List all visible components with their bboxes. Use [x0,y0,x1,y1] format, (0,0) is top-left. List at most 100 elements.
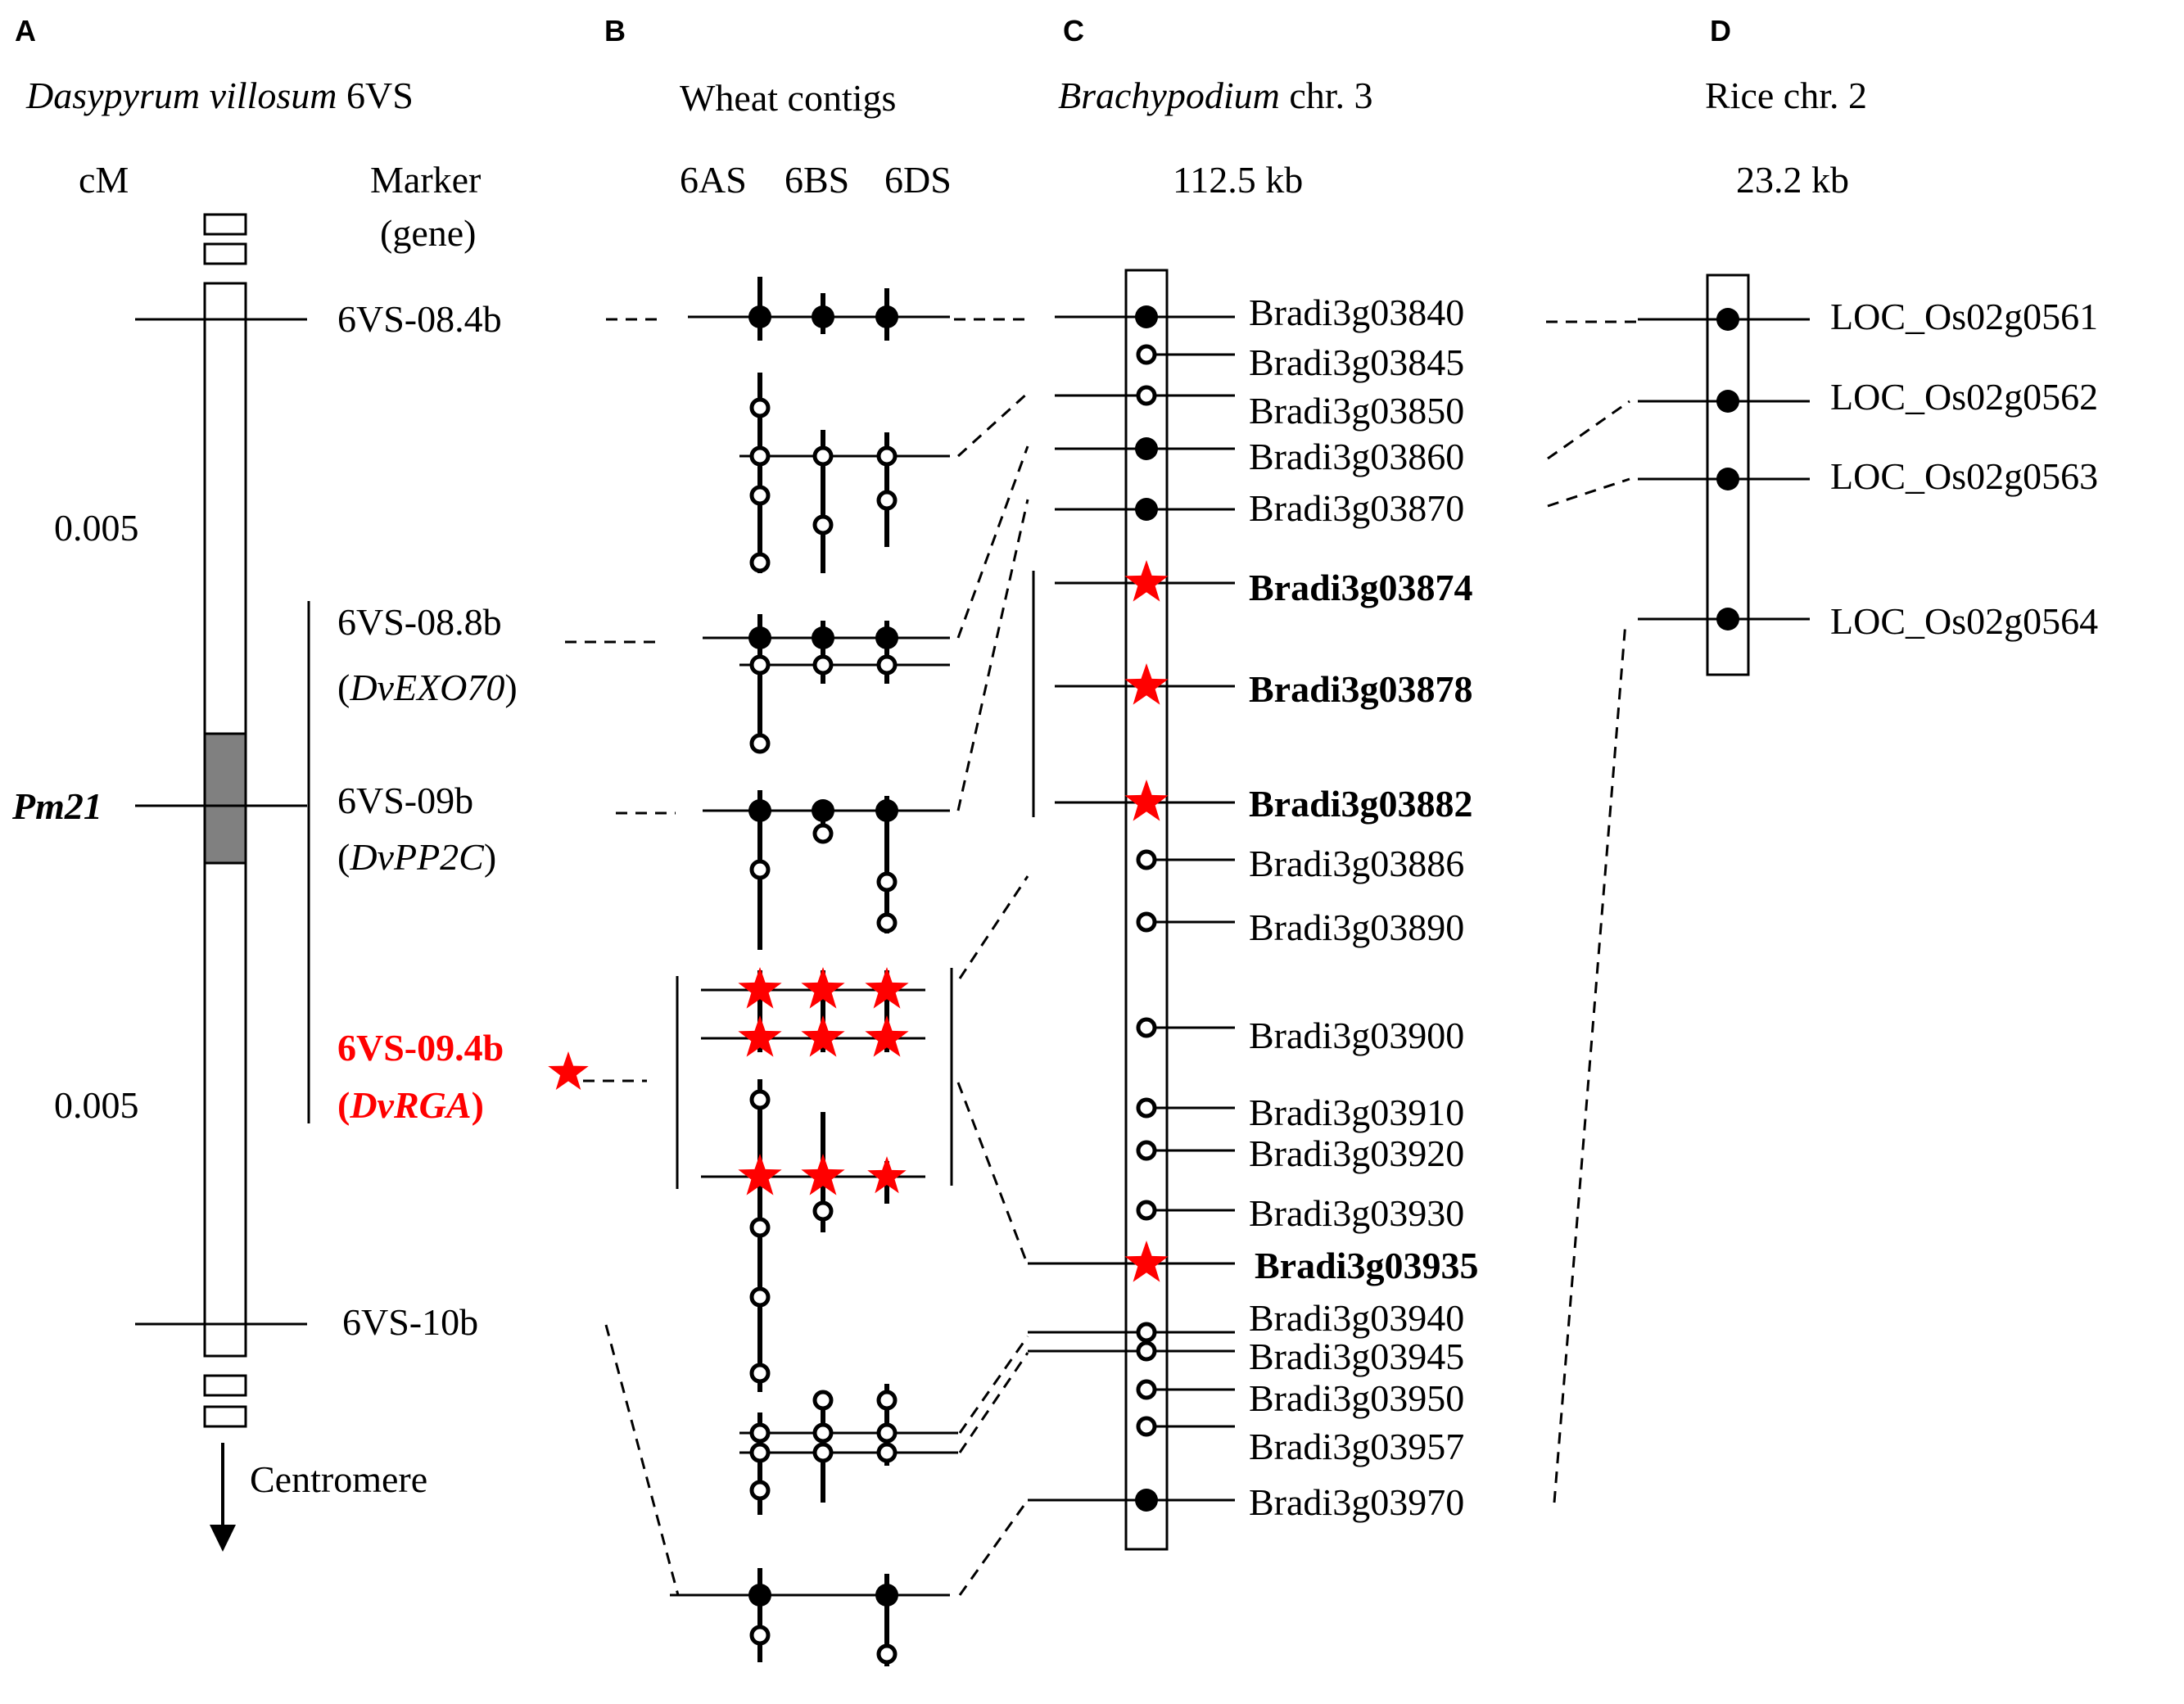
open-gene-marker [812,514,834,536]
open-gene-marker [1136,849,1157,870]
panel-c-size: 112.5 kb [1173,159,1303,201]
synteny-connectors [565,318,1636,1596]
brachypodium-gene-row: Bradi3g03860 [1055,436,1464,477]
panel-c: C Brachypodium chr. 3 112.5 kb Bradi3g03… [1028,14,1478,1551]
open-gene-marker [749,552,771,573]
dashed-connector [604,1324,680,1596]
dashed-connector [958,875,1029,979]
brachypodium-gene-row: Bradi3g03874 [1055,560,1472,608]
contig-open-genes [749,397,898,1665]
filled-gene-marker [812,799,834,822]
open-gene-marker [812,1390,834,1411]
panel-b: B Wheat contigs 6AS 6BS 6DS [604,14,958,1666]
brachypodium-gene-label: Bradi3g03950 [1249,1377,1464,1419]
open-gene-marker [749,1442,771,1463]
centromere-arrowhead-icon [210,1525,236,1552]
filled-gene-marker [875,626,898,649]
open-gene-marker [876,912,898,933]
open-gene-marker [749,1363,771,1384]
open-gene-marker [749,1422,771,1444]
filled-gene-marker [812,626,834,649]
gene-label: (DvEXO70) [337,667,518,708]
contig-6ds-header: 6DS [884,159,952,201]
brachypodium-gene-label: Bradi3g03930 [1249,1192,1464,1234]
open-gene-marker [1136,344,1157,365]
red-star-icon [1124,663,1169,705]
marker-label: 6VS-10b [342,1301,478,1343]
dashed-connector [958,1336,1029,1434]
panel-a-title: Dasypyrum villosum 6VS [25,75,414,116]
brachypodium-gene-row: Bradi3g03900 [1136,1015,1464,1056]
red-star-icon [1124,1241,1169,1282]
brachypodium-gene-row: Bradi3g03945 [1028,1336,1464,1377]
brachypodium-gene-row: Bradi3g03850 [1055,385,1464,432]
open-gene-marker [749,733,771,754]
contig-filled-genes [748,305,898,1607]
gene-label: (DvPP2C) [337,836,496,878]
brachypodium-gene-label: Bradi3g03900 [1249,1015,1464,1056]
marker-label: 6VS-08.8b [337,601,502,643]
filled-gene-marker [748,1584,771,1607]
open-gene-marker [876,1390,898,1411]
filled-gene-marker [748,626,771,649]
open-gene-marker [1136,1200,1157,1221]
filled-gene-marker [748,799,771,822]
brachypodium-gene-row: Bradi3g03886 [1136,843,1464,884]
brachypodium-gene-label: Bradi3g03840 [1249,292,1464,333]
red-star-icon [1124,780,1169,821]
open-gene-marker [1136,1340,1157,1362]
open-gene-marker [1136,385,1157,406]
filled-gene-marker [1716,468,1739,490]
open-gene-marker [876,490,898,511]
marker-label: 6VS-09b [337,780,473,821]
contig-6as-header: 6AS [680,159,747,201]
chromosome-segment [203,242,247,265]
brachypodium-gene-row: Bradi3g03970 [1028,1481,1464,1523]
panel-c-title: Brachypodium chr. 3 [1058,75,1373,116]
brachypodium-gene-label: Bradi3g03860 [1249,436,1464,477]
dashed-connector [1547,400,1630,460]
filled-gene-marker [1135,1489,1158,1512]
brachypodium-gene-row: Bradi3g03957 [1136,1416,1464,1467]
panel-d-title: Rice chr. 2 [1705,75,1867,116]
brachypodium-gene-row: Bradi3g03935 [1028,1241,1478,1286]
brachypodium-gene-label: Bradi3g03957 [1249,1426,1464,1467]
filled-gene-marker [1716,308,1739,331]
panel-b-letter: B [604,14,626,47]
distance-label: 0.005 [54,1084,139,1126]
filled-gene-marker [1135,437,1158,460]
gene-label-highlight: (DvRGA) [337,1084,484,1126]
brachypodium-gene-label: Bradi3g03874 [1249,567,1472,608]
open-gene-marker [749,397,771,418]
filled-gene-marker [1135,498,1158,521]
brachypodium-gene-row: Bradi3g03840 [1055,292,1464,333]
open-gene-marker [812,1442,834,1463]
open-gene-marker [812,1422,834,1444]
panel-d: D Rice chr. 2 23.2 kb LOC_Os02g0561LOC_O… [1638,14,2098,676]
brachypodium-gene-row: Bradi3g03950 [1136,1377,1464,1419]
panel-a-letter: A [15,14,36,47]
filled-gene-marker [875,1584,898,1607]
brachypodium-gene-label: Bradi3g03850 [1249,390,1464,432]
rice-gene-label: LOC_Os02g0563 [1830,455,2098,497]
dashed-connector [956,445,1029,639]
open-gene-marker [1136,1140,1157,1161]
open-gene-marker [749,859,771,880]
brachypodium-gene-row: Bradi3g03940 [1028,1297,1464,1343]
brachypodium-gene-label: Bradi3g03890 [1249,906,1464,948]
brachypodium-gene-label: Bradi3g03870 [1249,487,1464,529]
open-gene-marker [1136,1097,1157,1119]
brachypodium-gene-label: Bradi3g03886 [1249,843,1464,884]
rice-gene-label: LOC_Os02g0564 [1830,600,2098,642]
brachypodium-gene-row: Bradi3g03870 [1055,487,1464,529]
marker-label: 6VS-08.4b [337,298,502,340]
filled-gene-marker [1716,390,1739,413]
dashed-connector [956,391,1029,458]
filled-gene-marker [875,799,898,822]
brachypodium-gene-list: Bradi3g03840Bradi3g03845Bradi3g03850Brad… [1028,292,1478,1523]
brachypodium-gene-row: Bradi3g03890 [1136,906,1464,948]
open-gene-marker [749,1480,771,1501]
brachypodium-gene-row: Bradi3g03920 [1136,1132,1464,1174]
open-gene-marker [1136,1017,1157,1038]
open-gene-marker [1136,911,1157,933]
